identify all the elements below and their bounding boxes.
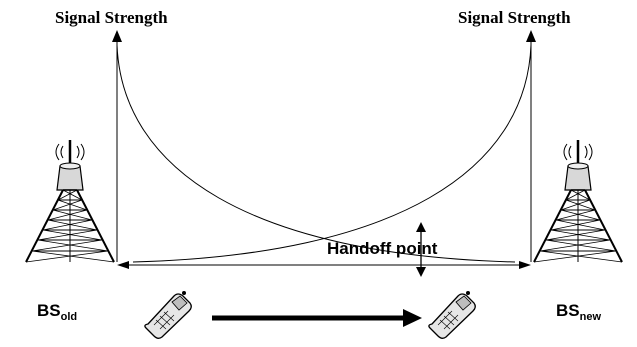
mobile-phone-icon: [428, 290, 476, 339]
bs-new-subscript: new: [580, 311, 602, 323]
radio-tower-icon: [532, 138, 624, 264]
bs-old-label: BSold: [37, 301, 77, 323]
bs-new-label: BSnew: [556, 301, 601, 323]
bs-old-subscript: old: [61, 311, 78, 323]
right-axis: [526, 30, 536, 262]
mobile-phone-icon: [144, 290, 192, 339]
movement-arrow: [212, 309, 422, 327]
left-axis-title: Signal Strength: [55, 8, 168, 27]
old-bs-signal-curve: [116, 44, 516, 263]
bs-old-main: BS: [37, 301, 61, 320]
right-axis-title: Signal Strength: [458, 8, 571, 27]
new-bs-signal-curve: [132, 44, 532, 263]
radio-tower-icon: [24, 138, 116, 264]
handoff-indicator: [416, 222, 426, 277]
left-axis: [112, 30, 122, 262]
bs-new-main: BS: [556, 301, 580, 320]
distance-axis: [117, 261, 531, 269]
handoff-point-label: Handoff point: [327, 239, 438, 258]
